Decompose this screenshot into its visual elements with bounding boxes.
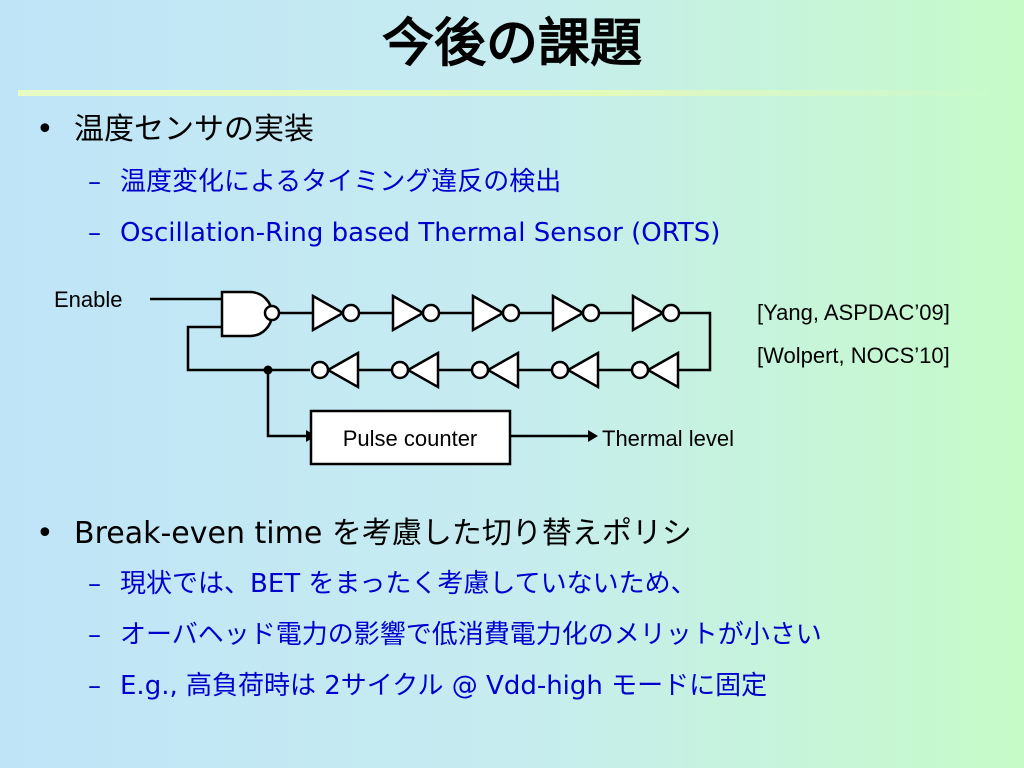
tap-wire: [266, 370, 306, 438]
inverter-bottom-bubble: [630, 360, 650, 380]
ring-feedback-wire: [186, 325, 310, 372]
inverter-bottom: [325, 350, 360, 390]
sub-marker: –: [88, 218, 101, 248]
bullet-2: • Break-even time を考慮した切り替えポリシ: [36, 516, 692, 552]
sub-marker: –: [88, 620, 101, 650]
sub-bullet-2-2-text: オーバヘッド電力の影響で低消費電力化のメリットが小さい: [120, 620, 822, 650]
inverter-top: [631, 293, 666, 333]
sub-bullet-2-2: –オーバヘッド電力の影響で低消費電力化のメリットが小さい: [88, 620, 822, 651]
ring-oscillator-diagram: Enable Pulse counter Thermal level [Yang…: [54, 287, 950, 466]
circuit-wires: [150, 297, 712, 438]
inverter-bottom: [645, 350, 680, 390]
inverter-bottom-bubble: [390, 360, 410, 380]
inverter-bottom: [565, 350, 600, 390]
tap-junction: [263, 365, 273, 375]
inverter-top-bubble: [661, 303, 681, 323]
inverter-chain-top: [311, 293, 686, 333]
sub-marker: –: [88, 167, 101, 197]
reference-wolpert: [Wolpert, NOCS’10]: [757, 343, 950, 368]
inverter-bottom-bubble: [470, 360, 490, 380]
inverter-bottom-bubble: [550, 360, 570, 380]
sub-marker: –: [88, 569, 101, 599]
bullet-marker: •: [36, 516, 54, 551]
sub-bullet-1-2-text: Oscillation-Ring based Thermal Sensor (O…: [120, 218, 721, 248]
inverter-top-bubble: [501, 303, 521, 323]
inverter-top-bubble: [581, 303, 601, 323]
inverter-top: [471, 293, 506, 333]
nand-gate-bubble: [263, 304, 281, 322]
inverter-chain-bottom: [310, 350, 680, 390]
bullet-2-text: Break-even time を考慮した切り替えポリシ: [74, 516, 692, 551]
ring-turnaround-wire: [678, 311, 712, 372]
sub-bullet-2-3: –E.g., 高負荷時は 2サイクル @ Vdd-high モードに固定: [88, 671, 767, 702]
inverter-top: [551, 293, 586, 333]
sub-marker: –: [88, 671, 101, 701]
inverter-top-bubble: [421, 303, 441, 323]
slide-title: 今後の課題: [381, 14, 642, 74]
sub-bullet-1-1: –温度変化によるタイミング違反の検出: [88, 167, 561, 198]
output-arrowhead: [588, 430, 598, 442]
inverter-bottom-bubble: [310, 360, 330, 380]
inverter-top: [311, 293, 346, 333]
inverter-bottom: [405, 350, 440, 390]
reference-yang: [Yang, ASPDAC’09]: [757, 300, 950, 325]
pulse-counter-box: [309, 409, 512, 466]
thermal-level-label: Thermal level: [602, 426, 734, 451]
enable-label: Enable: [54, 287, 123, 312]
sub-bullet-2-3-text: E.g., 高負荷時は 2サイクル @ Vdd-high モードに固定: [120, 671, 768, 701]
bullet-marker: •: [36, 112, 54, 147]
sub-bullet-2-1-text: 現状では、BET をまったく考慮していないため、: [120, 569, 697, 599]
sub-bullet-2-1: –現状では、BET をまったく考慮していないため、: [88, 569, 697, 600]
sub-bullet-1-1-text: 温度変化によるタイミング違反の検出: [120, 167, 562, 197]
inverter-bottom: [485, 350, 520, 390]
bullet-1: • 温度センサの実装: [36, 112, 314, 148]
bullet-1-text: 温度センサの実装: [74, 112, 314, 147]
title-underline: [18, 90, 1006, 96]
inverter-top: [391, 293, 426, 333]
pulse-counter-label: Pulse counter: [343, 426, 478, 451]
sub-bullet-1-2: –Oscillation-Ring based Thermal Sensor (…: [88, 218, 720, 249]
inverter-top-bubble: [341, 303, 361, 323]
